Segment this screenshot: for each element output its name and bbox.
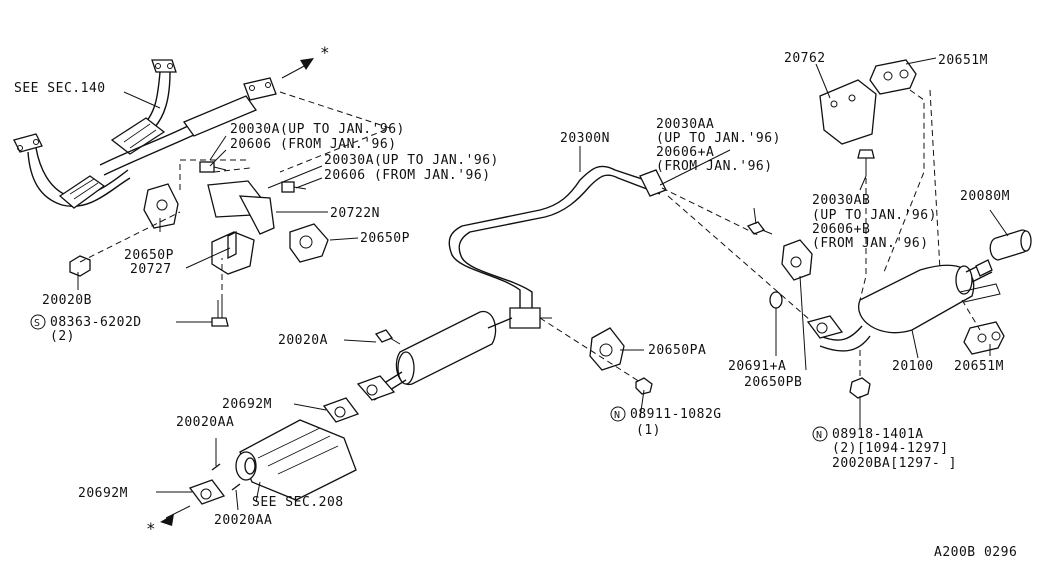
n-prefix-circle-2 (812, 426, 828, 442)
label-20727: 20727 (130, 262, 172, 277)
label-20692m-top: 20692M (222, 397, 272, 412)
label-20651m-top: 20651M (938, 53, 988, 68)
label-20080m: 20080M (960, 189, 1010, 204)
label-08363: 08363-6202D (50, 315, 142, 330)
leader-lines (77, 57, 1009, 511)
label-20030a-b: 20030A(UP TO JAN.'96) (324, 153, 499, 168)
label-20722n: 20722N (330, 206, 380, 221)
label-20692m-bottom: 20692M (78, 486, 128, 501)
catalytic-converter (160, 397, 360, 526)
s-prefix: S (34, 318, 41, 329)
part-labels: SEE SEC.140 * 20030A(UP TO JAN.'96) 2060… (14, 43, 1017, 560)
label-20650pb: 20650PB (744, 375, 802, 390)
label-20030a-a: 20030A(UP TO JAN.'96) (230, 122, 405, 137)
label-08363-qty: (2) (50, 329, 75, 344)
label-08911-qty: (1) (636, 423, 661, 438)
see-sec-208-label: SEE SEC.208 (252, 495, 344, 510)
front-tube-assembly (13, 58, 314, 209)
label-20691a: 20691+A (728, 359, 786, 374)
label-20762: 20762 (784, 51, 826, 66)
label-20650pa: 20650PA (648, 343, 706, 358)
s-prefix-circle (30, 314, 46, 330)
label-20030aa-note: (UP TO JAN.'96) (656, 131, 781, 146)
label-08911: 08911-1082G (630, 407, 722, 422)
label-20020ba: 20020BA[1297- ] (832, 456, 957, 471)
label-20030ab-note: (UP TO JAN.'96) (812, 208, 937, 223)
label-20300n: 20300N (560, 131, 610, 146)
label-20606b-note: (FROM JAN.'96) (812, 236, 929, 251)
label-20651m-bottom: 20651M (954, 359, 1004, 374)
label-20606-a: 20606 (FROM JAN.'96) (230, 137, 397, 152)
label-20100: 20100 (892, 359, 934, 374)
mount-20650pa (539, 317, 653, 395)
label-20606-b: 20606 (FROM JAN.'96) (324, 168, 491, 183)
label-20650p-right: 20650P (360, 231, 410, 246)
label-20606a-note: (FROM JAN.'96) (656, 159, 773, 174)
label-08918-qty: (2)[1094-1297] (832, 441, 949, 456)
label-20030ab: 20030AB (812, 193, 870, 208)
label-20020aa-bottom: 20020AA (214, 513, 272, 528)
label-20606a: 20606+A (656, 145, 714, 160)
center-pipe-20300n (448, 165, 667, 329)
main-muffler (661, 59, 1032, 399)
bracket-group-left (69, 91, 392, 327)
label-20606b: 20606+B (812, 222, 870, 237)
label-20020b: 20020B (42, 293, 92, 308)
see-sec-140-label: SEE SEC.140 (14, 81, 106, 96)
label-20650p-left: 20650P (124, 248, 174, 263)
n-prefix-1: N (614, 410, 621, 421)
pre-muffler (356, 311, 513, 401)
reference-code: A200B 0296 (934, 545, 1017, 560)
asterisk-top: * (320, 43, 330, 62)
asterisk-bottom: * (146, 519, 156, 538)
label-20020a: 20020A (278, 333, 328, 348)
label-20020aa-top: 20020AA (176, 415, 234, 430)
n-prefix-circle-1 (610, 406, 626, 422)
label-20030aa: 20030AA (656, 117, 714, 132)
label-08918: 08918-1401A (832, 427, 924, 442)
n-prefix-2: N (816, 430, 823, 441)
